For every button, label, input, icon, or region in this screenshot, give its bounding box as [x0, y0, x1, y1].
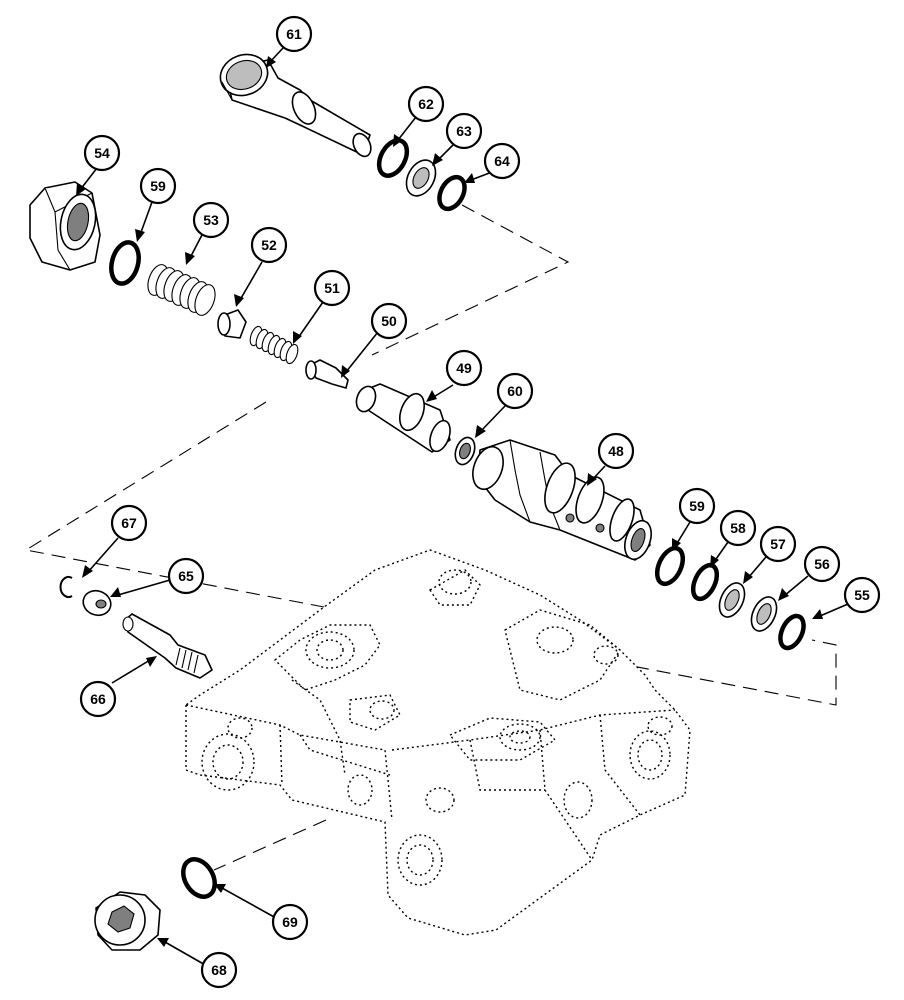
- callout-64: 64: [483, 142, 521, 180]
- valve-body: [185, 549, 691, 936]
- assembly-guide-lines: [24, 204, 837, 871]
- callout-67: 67: [110, 504, 148, 542]
- part-50-poppet: [305, 359, 349, 389]
- callout-56: 56: [803, 545, 841, 583]
- callout-58: 58: [719, 509, 757, 547]
- svg-text:49: 49: [456, 360, 472, 376]
- callout-59-upper: 59: [139, 167, 177, 205]
- svg-text:59: 59: [150, 178, 166, 194]
- part-57-washer: [718, 582, 746, 618]
- svg-text:60: 60: [507, 383, 523, 399]
- part-58-ring: [690, 562, 720, 602]
- part-48-cartridge: [472, 439, 652, 561]
- svg-text:55: 55: [854, 587, 870, 603]
- svg-text:53: 53: [203, 212, 219, 228]
- svg-text:56: 56: [814, 556, 830, 572]
- callout-48: 48: [597, 432, 635, 470]
- svg-text:61: 61: [286, 26, 302, 42]
- leader-lines: [76, 47, 849, 967]
- part-52-guide: [217, 309, 247, 339]
- callout-53: 53: [192, 201, 230, 239]
- part-49-piston: [355, 383, 451, 453]
- part-56-washer: [750, 596, 778, 632]
- part-67-clip: [59, 576, 73, 598]
- callout-63: 63: [445, 112, 483, 150]
- callout-65: 65: [167, 557, 205, 595]
- part-55-ring: [778, 613, 806, 651]
- svg-text:48: 48: [608, 443, 624, 459]
- part-66-pin: [122, 613, 213, 679]
- part-60-washer: [454, 436, 476, 466]
- part-69-ring: [181, 857, 217, 899]
- part-54-nut: [29, 181, 101, 271]
- part-65-washer: [82, 589, 112, 617]
- part-64-ring: [437, 174, 467, 212]
- part-62-ring: [376, 138, 410, 178]
- svg-text:50: 50: [381, 313, 397, 329]
- part-61-spool: [219, 53, 372, 158]
- callout-50: 50: [370, 302, 408, 340]
- svg-text:57: 57: [770, 536, 786, 552]
- svg-text:59: 59: [689, 498, 705, 514]
- callout-61: 61: [275, 15, 313, 53]
- part-68-plug: [94, 891, 161, 951]
- part-59-ring-lower: [654, 545, 686, 587]
- callout-68: 68: [200, 951, 238, 989]
- svg-text:54: 54: [94, 145, 110, 161]
- svg-text:67: 67: [121, 515, 137, 531]
- callout-59-lower: 59: [678, 487, 716, 525]
- svg-text:65: 65: [178, 568, 194, 584]
- callout-51: 51: [313, 269, 351, 307]
- svg-text:63: 63: [456, 123, 472, 139]
- part-59-ring-upper: [109, 240, 141, 286]
- svg-text:52: 52: [261, 237, 277, 253]
- callout-57: 57: [759, 525, 797, 563]
- svg-text:64: 64: [494, 153, 510, 169]
- callout-69: 69: [271, 903, 309, 941]
- svg-text:58: 58: [730, 520, 746, 536]
- part-51-spring: [249, 325, 299, 365]
- svg-text:69: 69: [282, 914, 298, 930]
- callout-62: 62: [407, 85, 445, 123]
- svg-text:51: 51: [324, 280, 340, 296]
- callout-52: 52: [250, 226, 288, 264]
- callout-49: 49: [445, 349, 483, 387]
- callout-66: 66: [79, 680, 117, 718]
- svg-text:68: 68: [211, 962, 227, 978]
- callout-60: 60: [496, 372, 534, 410]
- callout-55: 55: [843, 576, 881, 614]
- svg-text:62: 62: [418, 96, 434, 112]
- part-53-spring: [147, 264, 216, 316]
- part-63-washer: [405, 159, 437, 197]
- svg-text:66: 66: [90, 691, 106, 707]
- callout-54: 54: [83, 134, 121, 172]
